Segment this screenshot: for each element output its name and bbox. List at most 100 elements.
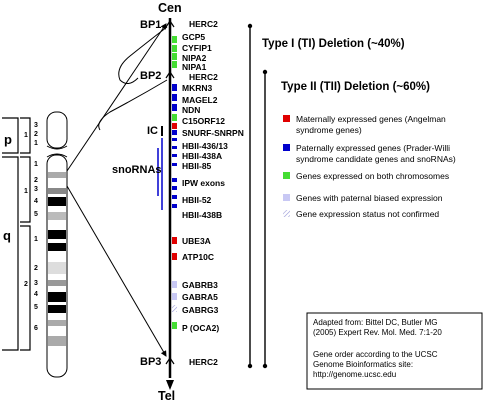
gene-herc2-c: HERC2 <box>189 357 218 367</box>
q2-band-6: 6 <box>34 325 38 332</box>
q2-band-3: 3 <box>34 280 38 287</box>
mark-mkrn3 <box>172 84 177 91</box>
gene-herc2-a: HERC2 <box>189 19 218 29</box>
mark-ndn <box>172 104 177 111</box>
mark-ipw <box>172 163 177 166</box>
p1-label: 1 <box>24 132 28 139</box>
q1-band-3: 3 <box>34 186 38 193</box>
q1-band-1: 1 <box>34 161 38 168</box>
ic-label: IC <box>147 125 158 137</box>
gene-nipa2: NIPA2 <box>182 53 207 63</box>
mark-gabra5 <box>172 293 177 300</box>
q1-band-2: 2 <box>34 177 38 184</box>
gene-herc2-b: HERC2 <box>189 72 218 82</box>
gene-magel2: MAGEL2 <box>182 95 218 105</box>
snorna-bracket <box>157 138 163 210</box>
p1-bracket <box>20 117 31 154</box>
band-q26b <box>48 305 66 313</box>
legend-swatch-unconfirmed <box>283 210 290 217</box>
p-band-3: 3 <box>34 122 38 129</box>
gene-c15orf12: C15ORF12 <box>182 116 225 126</box>
legend-maternal-line2: syndrome genes) <box>296 125 362 135</box>
zoom-lines <box>66 23 167 357</box>
gene-ube3a: UBE3A <box>182 236 211 246</box>
gene-mkrn3: MKRN3 <box>182 83 212 93</box>
p-band-2: 2 <box>34 131 38 138</box>
band-brackets <box>2 117 31 351</box>
mark-hbii52-b <box>172 186 177 190</box>
q1-band-4: 4 <box>34 198 38 205</box>
band-q15 <box>48 197 66 206</box>
legend: Maternally expressed genes (Angelman syn… <box>283 114 456 219</box>
gene-labels: HERC2 GCP5 CYFIP1 NIPA2 NIPA1 HERC2 MKRN… <box>182 19 244 367</box>
q2-band-5: 5 <box>34 304 38 311</box>
legend-swatch-both <box>283 172 290 179</box>
mark-nipa2 <box>172 53 177 60</box>
band-q32 <box>48 336 66 346</box>
band-q26 <box>48 292 66 302</box>
gene-cyfip1: CYFIP1 <box>182 43 212 53</box>
mark-hbii438b <box>172 204 177 208</box>
mark-gabrb3 <box>172 281 177 288</box>
mark-c15orf12 <box>172 114 177 121</box>
gene-ndn: NDN <box>182 105 200 115</box>
mark-hbii85 <box>172 154 177 157</box>
gene-hbii-438a: HBII-438A <box>182 151 222 161</box>
tel-label: Tel <box>158 389 175 400</box>
gene-ipw-exons: IPW exons <box>182 178 225 188</box>
mark-snurf <box>172 130 177 135</box>
mark-cyfip1 <box>172 45 177 52</box>
deletion-extents <box>247 23 268 369</box>
type1-deletion-label: Type I (TI) Deletion (~40%) <box>262 38 405 50</box>
q2-band-4: 4 <box>34 291 38 298</box>
q1-bracket <box>20 156 31 223</box>
gene-oca2: P (OCA2) <box>182 323 219 333</box>
p-arm-label: p <box>4 132 12 147</box>
breakpoint-marks <box>165 19 175 365</box>
band-q25 <box>48 280 66 286</box>
bp2-mark <box>165 70 175 79</box>
citation-line3: Gene order according to the UCSC <box>313 350 438 359</box>
gene-nipa1: NIPA1 <box>182 62 207 72</box>
mark-ube3a <box>172 237 177 244</box>
zoom-line-bp1 <box>66 23 167 172</box>
bp3-label: BP3 <box>140 356 161 368</box>
band-q21 <box>48 212 66 220</box>
q-arm-label: q <box>3 228 11 243</box>
bp2-label: BP2 <box>140 70 161 82</box>
gene-gabrg3: GABRG3 <box>182 305 219 315</box>
legend-paternal-line2: syndrome candidate genes and snoRNAs) <box>296 154 456 164</box>
gene-atp10c: ATP10C <box>182 252 214 262</box>
q2-label: 2 <box>24 281 28 288</box>
legend-swatch-paternal <box>283 144 290 151</box>
q2-band-1: 1 <box>34 236 38 243</box>
q-bracket <box>2 156 19 351</box>
q2-bracket <box>20 225 31 351</box>
bp3-mark <box>165 356 175 365</box>
citation-line4: Genome Bioinformatics site: <box>313 360 413 369</box>
mark-hbii52-c <box>172 195 177 199</box>
mark-hbii436 <box>172 138 177 141</box>
mark-gabrg3 <box>172 305 177 312</box>
zoom-line-bp3 <box>66 185 167 357</box>
gene-gcp5: GCP5 <box>182 32 205 42</box>
gene-axis: Cen Tel <box>158 1 182 400</box>
mark-hbii52-a <box>172 178 177 182</box>
gene-hbii-52: HBII-52 <box>182 195 212 205</box>
type2-deletion-label: Type II (TII) Deletion (~60%) <box>281 81 430 93</box>
bp1-label: BP1 <box>140 19 161 31</box>
band-q13 <box>48 172 66 178</box>
band-q22 <box>48 230 66 239</box>
bp2-curve <box>98 79 168 131</box>
legend-paternal-line1: Paternally expressed genes (Prader-Willi <box>296 143 450 153</box>
mark-hbii438a <box>172 146 177 149</box>
legend-unconfirmed: Gene expression status not confirmed <box>296 209 439 219</box>
q1-label: 1 <box>24 188 28 195</box>
band-q14 <box>48 188 66 194</box>
citation-box: Adapted from: Bittel DC, Butler MG (2005… <box>306 312 483 390</box>
p-band-1: 1 <box>34 140 38 147</box>
gene-marks <box>172 36 177 329</box>
mark-nipa1 <box>172 61 177 68</box>
gene-gabrb3: GABRB3 <box>182 280 218 290</box>
